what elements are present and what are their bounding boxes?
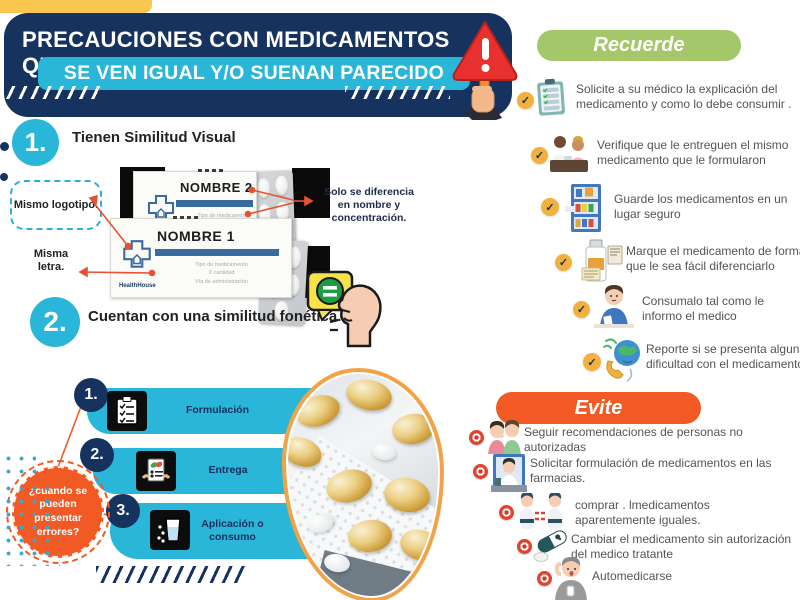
- step3-number: 3.: [106, 494, 140, 528]
- target-icon: [473, 464, 488, 479]
- section2-title: Cuentan con una similitud fonética.: [88, 308, 342, 325]
- header-title-line2: SE VEN IGUAL Y/O SUENAN PARECIDO: [63, 62, 445, 84]
- water-glass-icon: [150, 510, 190, 550]
- decor-dot-grid: [2, 452, 36, 476]
- same-logo-callout: Mismo logotipo.: [10, 180, 102, 230]
- pharmacist-icon: [491, 454, 527, 492]
- warning-triangle-icon: [452, 21, 518, 120]
- target-icon: [517, 539, 532, 554]
- check-icon: ✓: [555, 254, 572, 271]
- check-icon: ✓: [583, 353, 601, 371]
- person-taking-medicine-icon: [594, 285, 634, 328]
- same-letter-callout: Misma letra.: [33, 248, 69, 274]
- target-icon: [537, 571, 552, 586]
- doctor-patient-icon: [550, 136, 588, 172]
- medicine-box1-brand: HealthHouse: [119, 283, 156, 289]
- decor-dot: [0, 173, 8, 181]
- evite-item: Cambiar el medicamento sin autorización …: [571, 532, 792, 561]
- header-band: PRECAUCIONES CON MEDICAMENTOS QUE SE VEN…: [0, 13, 512, 117]
- evite-item: Solicitar formulación de medicamentos en…: [530, 456, 772, 485]
- lookalike-buyers-icon: [519, 493, 563, 529]
- target-icon: [469, 430, 484, 445]
- recuerde-item: Marque el medicamento de forma que le se…: [626, 244, 800, 273]
- hatch-marks-bottom: [96, 566, 246, 583]
- check-icon: ✓: [541, 198, 559, 216]
- recuerde-header: Recuerde: [537, 30, 741, 61]
- medicine-box-1: NOMBRE 1 Tipo de medicamento X cantidad …: [110, 216, 292, 298]
- step3-label: Aplicación o consumo: [201, 518, 264, 544]
- recuerde-item: Reporte si se presenta alguna dificultad…: [646, 342, 800, 371]
- gossip-people-icon: [488, 420, 521, 454]
- section2-number: 2.: [30, 297, 80, 347]
- labeled-bottle-icon: [581, 239, 623, 282]
- barcode-marks: [173, 216, 199, 219]
- self-medication-icon: [554, 557, 587, 600]
- medicine-cabinet-icon: [565, 184, 601, 232]
- evite-header: Evite: [496, 392, 701, 424]
- medicine-box2-name: NOMBRE 2: [180, 180, 253, 195]
- pharmacy-cross-logo: [123, 240, 151, 268]
- recuerde-item: Solicite a su médico la explicación del …: [576, 82, 792, 111]
- pills-photo: [282, 368, 444, 600]
- step1-number: 1.: [74, 378, 108, 412]
- decor-dot: [0, 142, 9, 151]
- capsule-icon: [533, 530, 567, 562]
- photo-backdrop: [292, 168, 330, 218]
- medicine-box1-smalltext: Tipo de medicamento X cantidad Vía de ad…: [195, 262, 248, 285]
- check-icon: ✓: [573, 301, 590, 318]
- recuerde-item: Verifique que le entreguen el mismo medi…: [597, 138, 789, 167]
- decor-dot-grid: [2, 482, 60, 566]
- recuerde-item: Guarde los medicamentos en un lugar segu…: [614, 192, 788, 221]
- section1-number: 1.: [12, 119, 59, 166]
- step2-number: 2.: [80, 438, 114, 472]
- barcode-marks: [198, 169, 224, 172]
- step2-label: Entrega: [208, 464, 248, 476]
- prescription-pills-icon: [136, 451, 176, 491]
- clipboard-list-icon: [537, 78, 565, 116]
- medicine-box1-bar: [155, 249, 279, 256]
- checklist-icon: [107, 391, 147, 431]
- evite-item: Seguir recomendaciones de personas no au…: [524, 425, 743, 454]
- phone-report-icon: [603, 338, 640, 382]
- medicine-box1-name: NOMBRE 1: [157, 228, 235, 244]
- step1-label: Formulación: [185, 404, 249, 416]
- section1-title: Tienen Similitud Visual: [72, 129, 236, 146]
- evite-item: comprar . lmedicamentos aparentemente ig…: [575, 498, 710, 527]
- evite-item: Automedicarse: [592, 569, 673, 583]
- hatch-marks-right: [345, 86, 450, 99]
- speaking-head-icon: [306, 270, 382, 348]
- difference-note: Solo se diferencia en nombre y concentra…: [324, 186, 414, 225]
- yellow-corner-strip: [0, 0, 152, 13]
- recuerde-item: Consumalo tal como le informo el medico: [642, 294, 765, 323]
- target-icon: [499, 505, 514, 520]
- header-subtitle-box: SE VEN IGUAL Y/O SUENAN PARECIDO: [38, 57, 470, 90]
- check-icon: ✓: [517, 92, 534, 109]
- check-icon: ✓: [531, 147, 548, 164]
- hatch-marks-left: [0, 86, 100, 99]
- medicine-box2-bar: [176, 200, 253, 207]
